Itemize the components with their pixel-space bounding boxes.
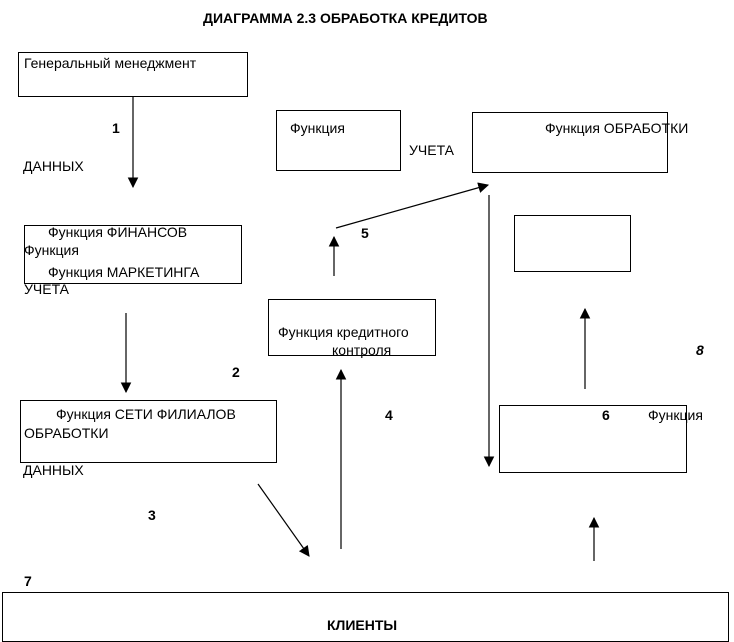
data-label-1: ДАННЫХ (23, 158, 84, 174)
arrow-to-clients (257, 483, 310, 557)
number-6: 6 (602, 407, 610, 423)
finance-label: Функция ФИНАНСОВ (48, 224, 188, 240)
credit-control-box (268, 299, 436, 356)
number-5: 5 (361, 225, 369, 241)
credit-control-label-2: контроля (332, 342, 392, 358)
number-7: 7 (24, 573, 32, 589)
func-small-label: Функция (24, 242, 79, 258)
data-label-2: ДАННЫХ (23, 462, 84, 478)
number-8: 8 (696, 342, 704, 358)
func-left-label: Функция (290, 120, 345, 136)
branch-network-box (20, 400, 277, 463)
number-2: 2 (232, 364, 240, 380)
diagram-title: ДИАГРАММА 2.3 ОБРАБОТКА КРЕДИТОВ (203, 10, 488, 26)
marketing-label: Функция МАРКЕТИНГА (48, 264, 200, 280)
empty-box (514, 215, 631, 272)
arrow-5-diagonal (335, 182, 490, 229)
accounting-function-box (276, 110, 401, 171)
general-management-label: Генеральный менеджмент (24, 55, 197, 71)
branch-network-label: Функция СЕТИ ФИЛИАЛОВ (56, 406, 236, 422)
func-right-label: Функция (648, 407, 703, 423)
finance-marketing-box (24, 225, 242, 284)
data-processing-function-box (472, 112, 668, 173)
credit-control-label-1: Функция кредитного (278, 324, 409, 340)
processing-left-label: ОБРАБОТКИ (24, 425, 109, 441)
func-processing-label: Функция ОБРАБОТКИ (545, 120, 689, 136)
number-1: 1 (112, 120, 120, 136)
accounting-mid-label: УЧЕТА (409, 142, 454, 158)
accounting-left-label: УЧЕТА (24, 281, 69, 297)
number-4: 4 (385, 407, 393, 423)
right-function-box (499, 405, 687, 473)
number-3: 3 (148, 507, 156, 523)
clients-label: КЛИЕНТЫ (327, 617, 398, 633)
